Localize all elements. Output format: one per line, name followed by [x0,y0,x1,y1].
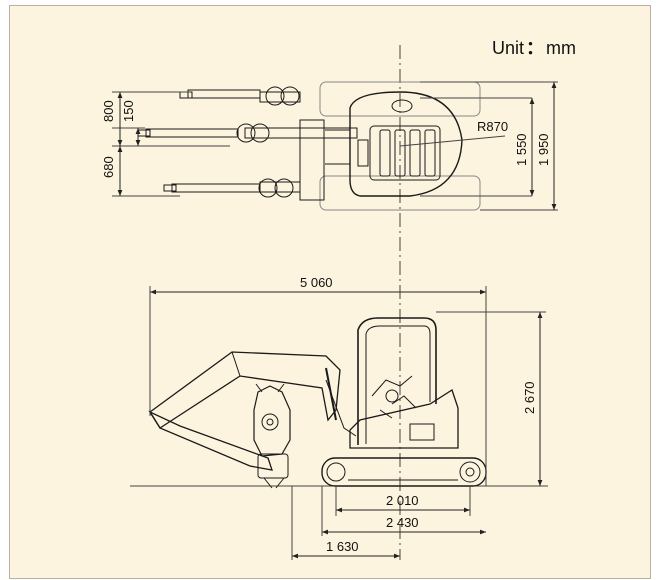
cab-hatch [391,99,413,113]
dim-label-5060: 5 060 [300,275,333,290]
unit-value: mm [546,38,577,58]
unit-label: Unit：mm [492,34,576,60]
attachment-bottom [163,178,294,198]
dim-label-800: 800 [101,100,116,122]
dim-label-2670: 2 670 [522,381,537,414]
dim-label-680: 680 [101,156,116,178]
seat-block [357,139,369,167]
radius-leader [399,135,506,147]
dim-label-1630: 1 630 [326,539,359,554]
unit-separator: ： [526,38,545,58]
top-view [112,45,558,560]
blade [299,119,325,201]
attachment-top [179,86,300,106]
arm-side [148,410,273,471]
dim-label-1550: 1 550 [514,133,529,166]
track-left-outline [319,81,481,117]
unit-word: Unit [492,38,525,58]
idler [326,462,346,482]
boom-side [149,351,341,429]
dim-label-2010: 2 010 [386,493,419,508]
dim-label-2430: 2 430 [386,515,419,530]
cab-rib-4 [424,129,436,177]
cab-roof [369,125,441,181]
boom-cylinder [325,367,337,421]
cab-rib-1 [379,129,391,177]
cab-rib-2 [394,129,406,177]
boom-center [244,127,358,139]
boom-bottom [259,181,301,193]
dim-label-1950: 1 950 [536,133,551,166]
attachment-side [253,383,291,489]
attachment-center [137,123,270,143]
canopy [357,317,437,445]
cab-rib-3 [409,129,421,177]
side-panel [409,423,435,441]
sprocket [459,461,481,483]
upper-body-side [349,389,459,449]
dim-label-150: 150 [121,100,136,122]
side-view [130,286,548,560]
controls [371,375,417,419]
dim-label-r870: R870 [477,119,508,134]
track-side [321,457,487,487]
